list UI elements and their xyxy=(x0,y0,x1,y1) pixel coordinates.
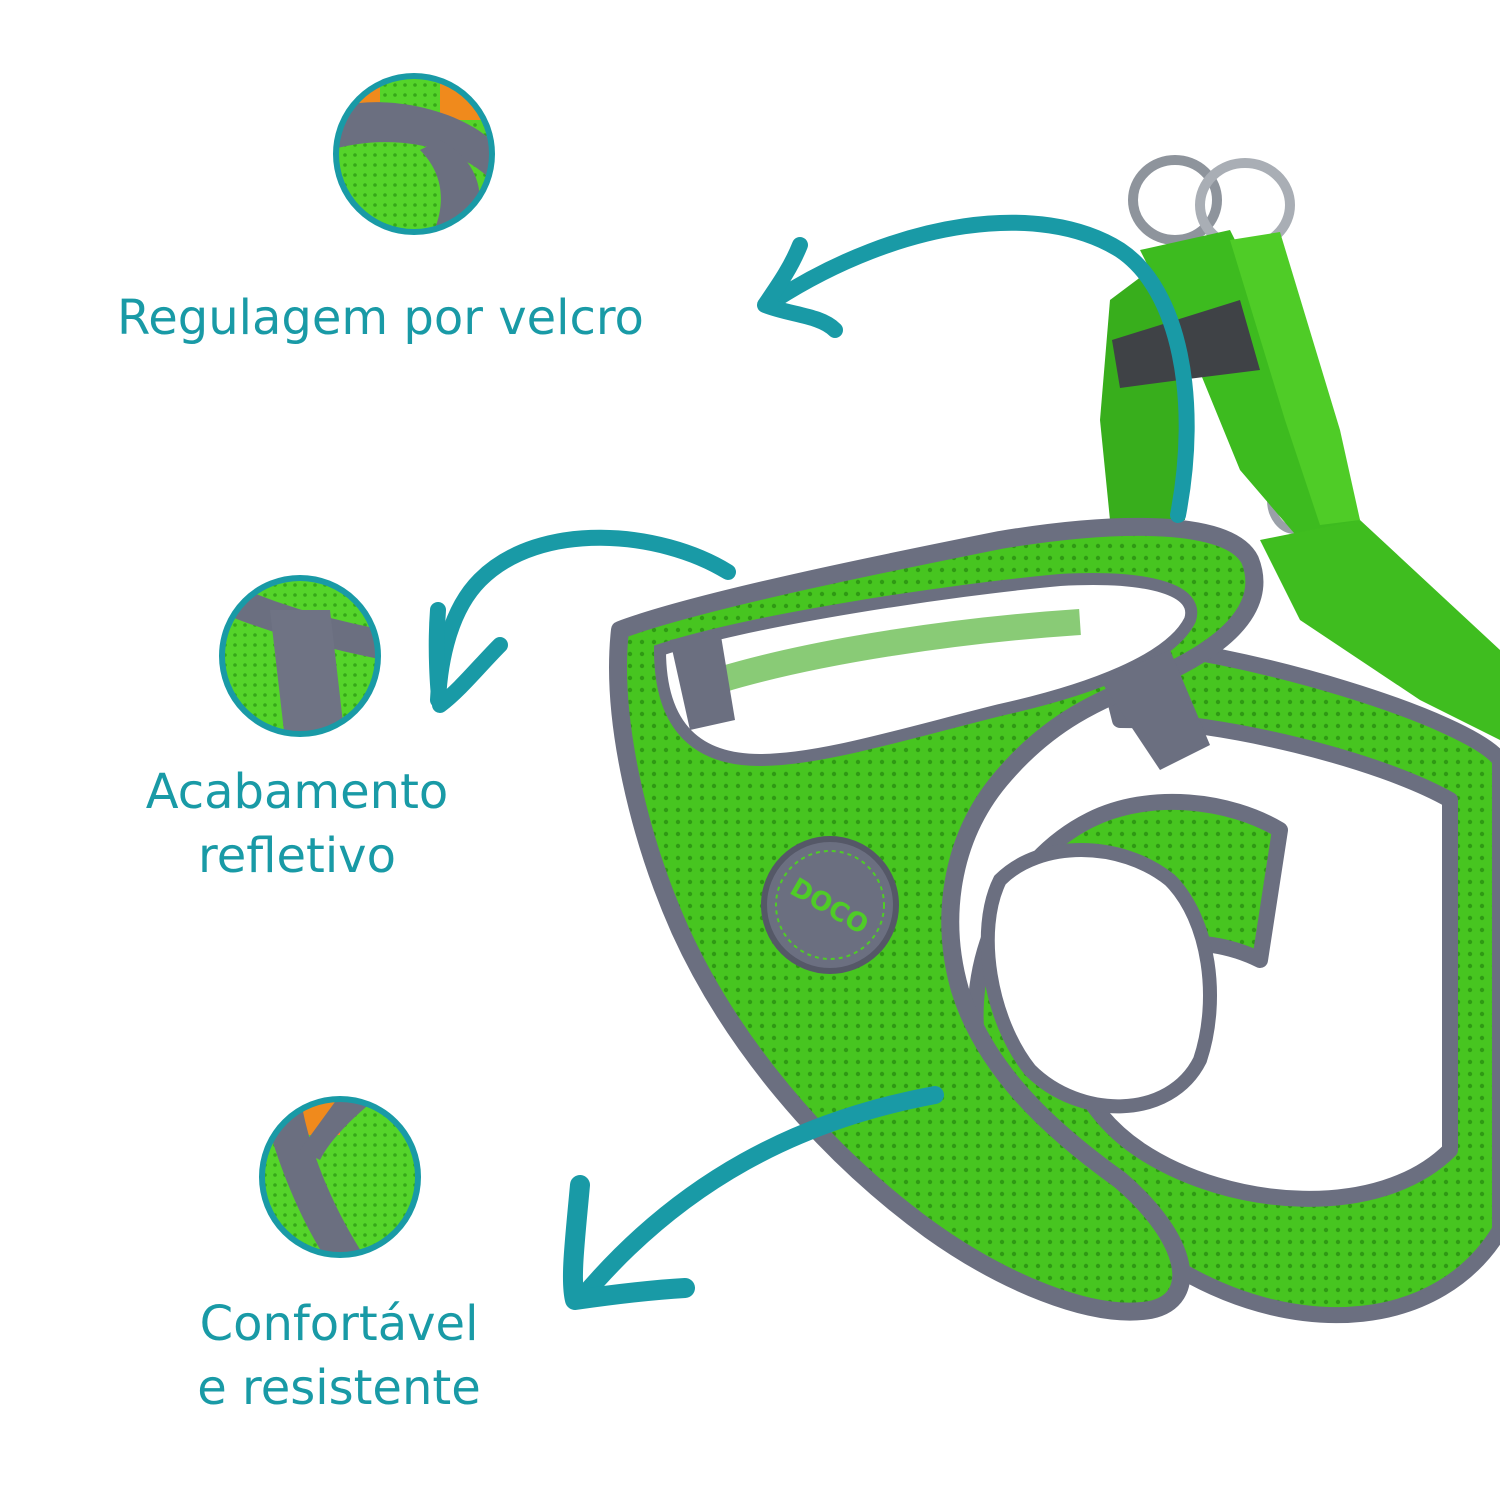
feature-label-velcro: Regulagem por velcro xyxy=(117,286,644,350)
feature-label-reflective: Acabamento refletivo xyxy=(117,760,477,888)
logo-patch: DOCO xyxy=(761,836,899,974)
arrow-reflective xyxy=(428,529,736,713)
harness-body: DOCO xyxy=(609,517,1500,1323)
leash-strap xyxy=(1100,155,1500,740)
detail-circle-velcro xyxy=(333,73,495,235)
feature-label-line: refletivo xyxy=(198,828,396,884)
arrow-comfort xyxy=(562,1086,944,1310)
feature-label-line: Confortável xyxy=(199,1296,479,1352)
feature-label-line: Regulagem por velcro xyxy=(117,290,644,346)
feature-label-line: Acabamento xyxy=(145,764,449,820)
detail-circle-comfort xyxy=(259,1096,421,1258)
feature-label-comfort: Confortável e resistente xyxy=(176,1292,502,1420)
arrow-velcro xyxy=(757,214,1195,523)
detail-circle-reflective xyxy=(219,575,381,737)
feature-label-line: e resistente xyxy=(197,1360,481,1416)
